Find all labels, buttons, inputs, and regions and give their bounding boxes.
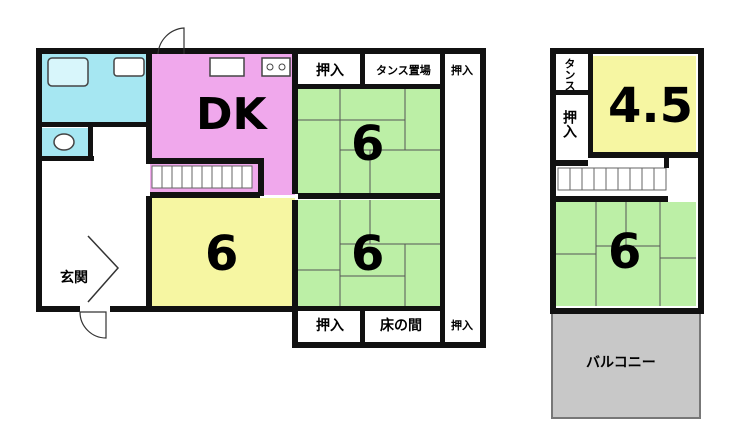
stairs-2f: [557, 167, 667, 191]
entrance-step: [87, 235, 120, 303]
label-tansu-2f: タンス: [563, 58, 576, 91]
room-label-lower-tatami: 6: [351, 226, 385, 282]
label-oshiire-top-right: 押入: [451, 64, 473, 77]
top-door: [157, 27, 185, 55]
lower-tatami-fill: [298, 200, 440, 306]
walls-2f: [550, 48, 704, 314]
toilet: [53, 133, 75, 151]
washbasin: [113, 57, 145, 77]
label-oshiire-bottom-right: 押入: [451, 319, 473, 332]
stairs-1f: [151, 165, 253, 189]
front-door: [79, 311, 107, 339]
label-toko-no-ma: 床の間: [380, 318, 422, 334]
upper-tatami-fill: [298, 88, 440, 193]
bathtub: [47, 57, 89, 87]
second-tatami-lines: [556, 202, 696, 306]
label-oshiire-bottom: 押入: [316, 318, 344, 334]
room-label-upper-tatami: 6: [351, 116, 385, 172]
room-label-west: 6: [205, 226, 239, 282]
west-room-fill: [150, 198, 295, 306]
second-small-fill: [592, 56, 696, 154]
room-label-2f-small: 4.5: [608, 78, 694, 134]
walls-1f: [36, 48, 486, 348]
label-balcony: バルコニー: [586, 355, 656, 371]
stove: [261, 57, 291, 77]
label-oshiire-top: 押入: [316, 63, 344, 79]
upper-tatami-lines: [298, 88, 440, 193]
room-label-dk: DK: [196, 89, 267, 140]
room-label-2f-tatami: 6: [608, 224, 642, 280]
balcony-fill: [551, 311, 701, 419]
label-tansu-okiba: タンス置場: [376, 64, 431, 77]
label-oshiire-2f: 押入: [561, 110, 577, 138]
label-entrance: 玄関: [60, 270, 88, 286]
lower-tatami-lines: [298, 200, 440, 306]
kitchen-sink: [209, 57, 245, 77]
